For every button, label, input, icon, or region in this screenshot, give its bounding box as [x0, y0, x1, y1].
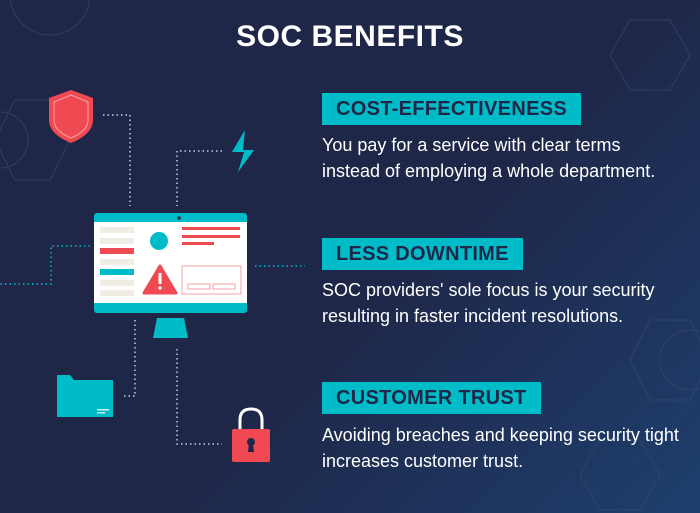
page-title: SOC BENEFITS	[236, 20, 464, 53]
benefit-label-less-downtime: LESS DOWNTIME	[322, 238, 523, 270]
benefit-label-cost-effectiveness: COST-EFFECTIVENESS	[322, 93, 581, 125]
monitor-icon	[94, 213, 247, 338]
shield-icon	[49, 90, 93, 143]
warning-icon	[142, 264, 178, 295]
benefit-text-cost-effectiveness: You pay for a service with clear terms i…	[322, 135, 656, 181]
padlock-icon	[232, 407, 270, 462]
soc-illustration	[0, 90, 305, 462]
lightning-bolt-icon	[232, 130, 254, 172]
benefit-text-customer-trust: Avoiding breaches and keeping security t…	[322, 425, 679, 471]
folder-icon	[57, 375, 113, 417]
benefit-text-less-downtime: SOC providers' sole focus is your securi…	[322, 280, 655, 326]
benefit-label-customer-trust: CUSTOMER TRUST	[322, 382, 541, 414]
